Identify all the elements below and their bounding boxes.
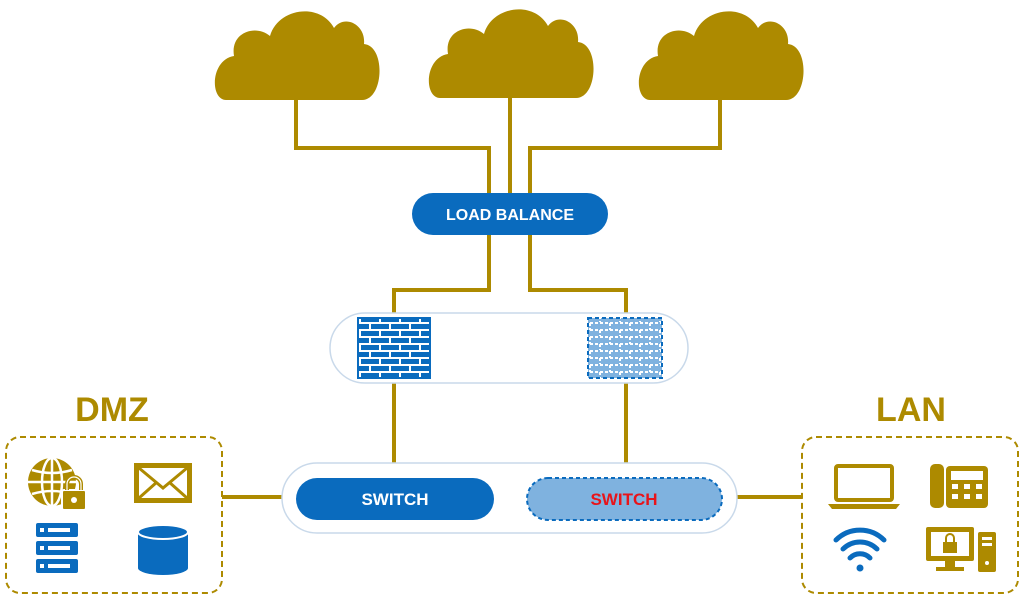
- cloud-icon: [428, 9, 594, 98]
- mail-icon: [134, 463, 192, 503]
- secure-desktop-icon: [926, 527, 996, 572]
- line-cloud-left-to-lb: [294, 92, 491, 195]
- lan-box: [801, 436, 1019, 594]
- lan-title: LAN: [876, 391, 946, 429]
- line-lb-to-firewall-primary: [392, 233, 491, 318]
- phone-icon: [930, 464, 988, 508]
- switch-standby: SWITCH: [526, 477, 723, 521]
- cloud-icon: [214, 11, 380, 100]
- database-icon: [137, 524, 189, 575]
- load-balancer: LOAD BALANCE: [412, 193, 608, 235]
- line-cloud-right-to-lb: [528, 92, 722, 195]
- dmz-title: DMZ: [75, 391, 149, 429]
- wifi-icon: [833, 527, 887, 572]
- laptop-icon: [828, 464, 900, 509]
- line-lb-to-firewall-standby: [528, 233, 628, 318]
- switch-primary: SWITCH: [296, 478, 494, 520]
- connector-lines: [222, 92, 802, 499]
- clouds: [214, 9, 804, 100]
- globe-lock-icon: [28, 456, 87, 511]
- firewall-standby-icon: [587, 317, 663, 379]
- dmz-box: [5, 436, 223, 594]
- switch-primary-label: SWITCH: [361, 490, 428, 509]
- load-balancer-label: LOAD BALANCE: [446, 207, 574, 224]
- cloud-icon: [638, 11, 804, 100]
- switch-standby-label: SWITCH: [590, 490, 657, 509]
- firewall-icon: [357, 317, 431, 379]
- server-icon: [36, 523, 78, 573]
